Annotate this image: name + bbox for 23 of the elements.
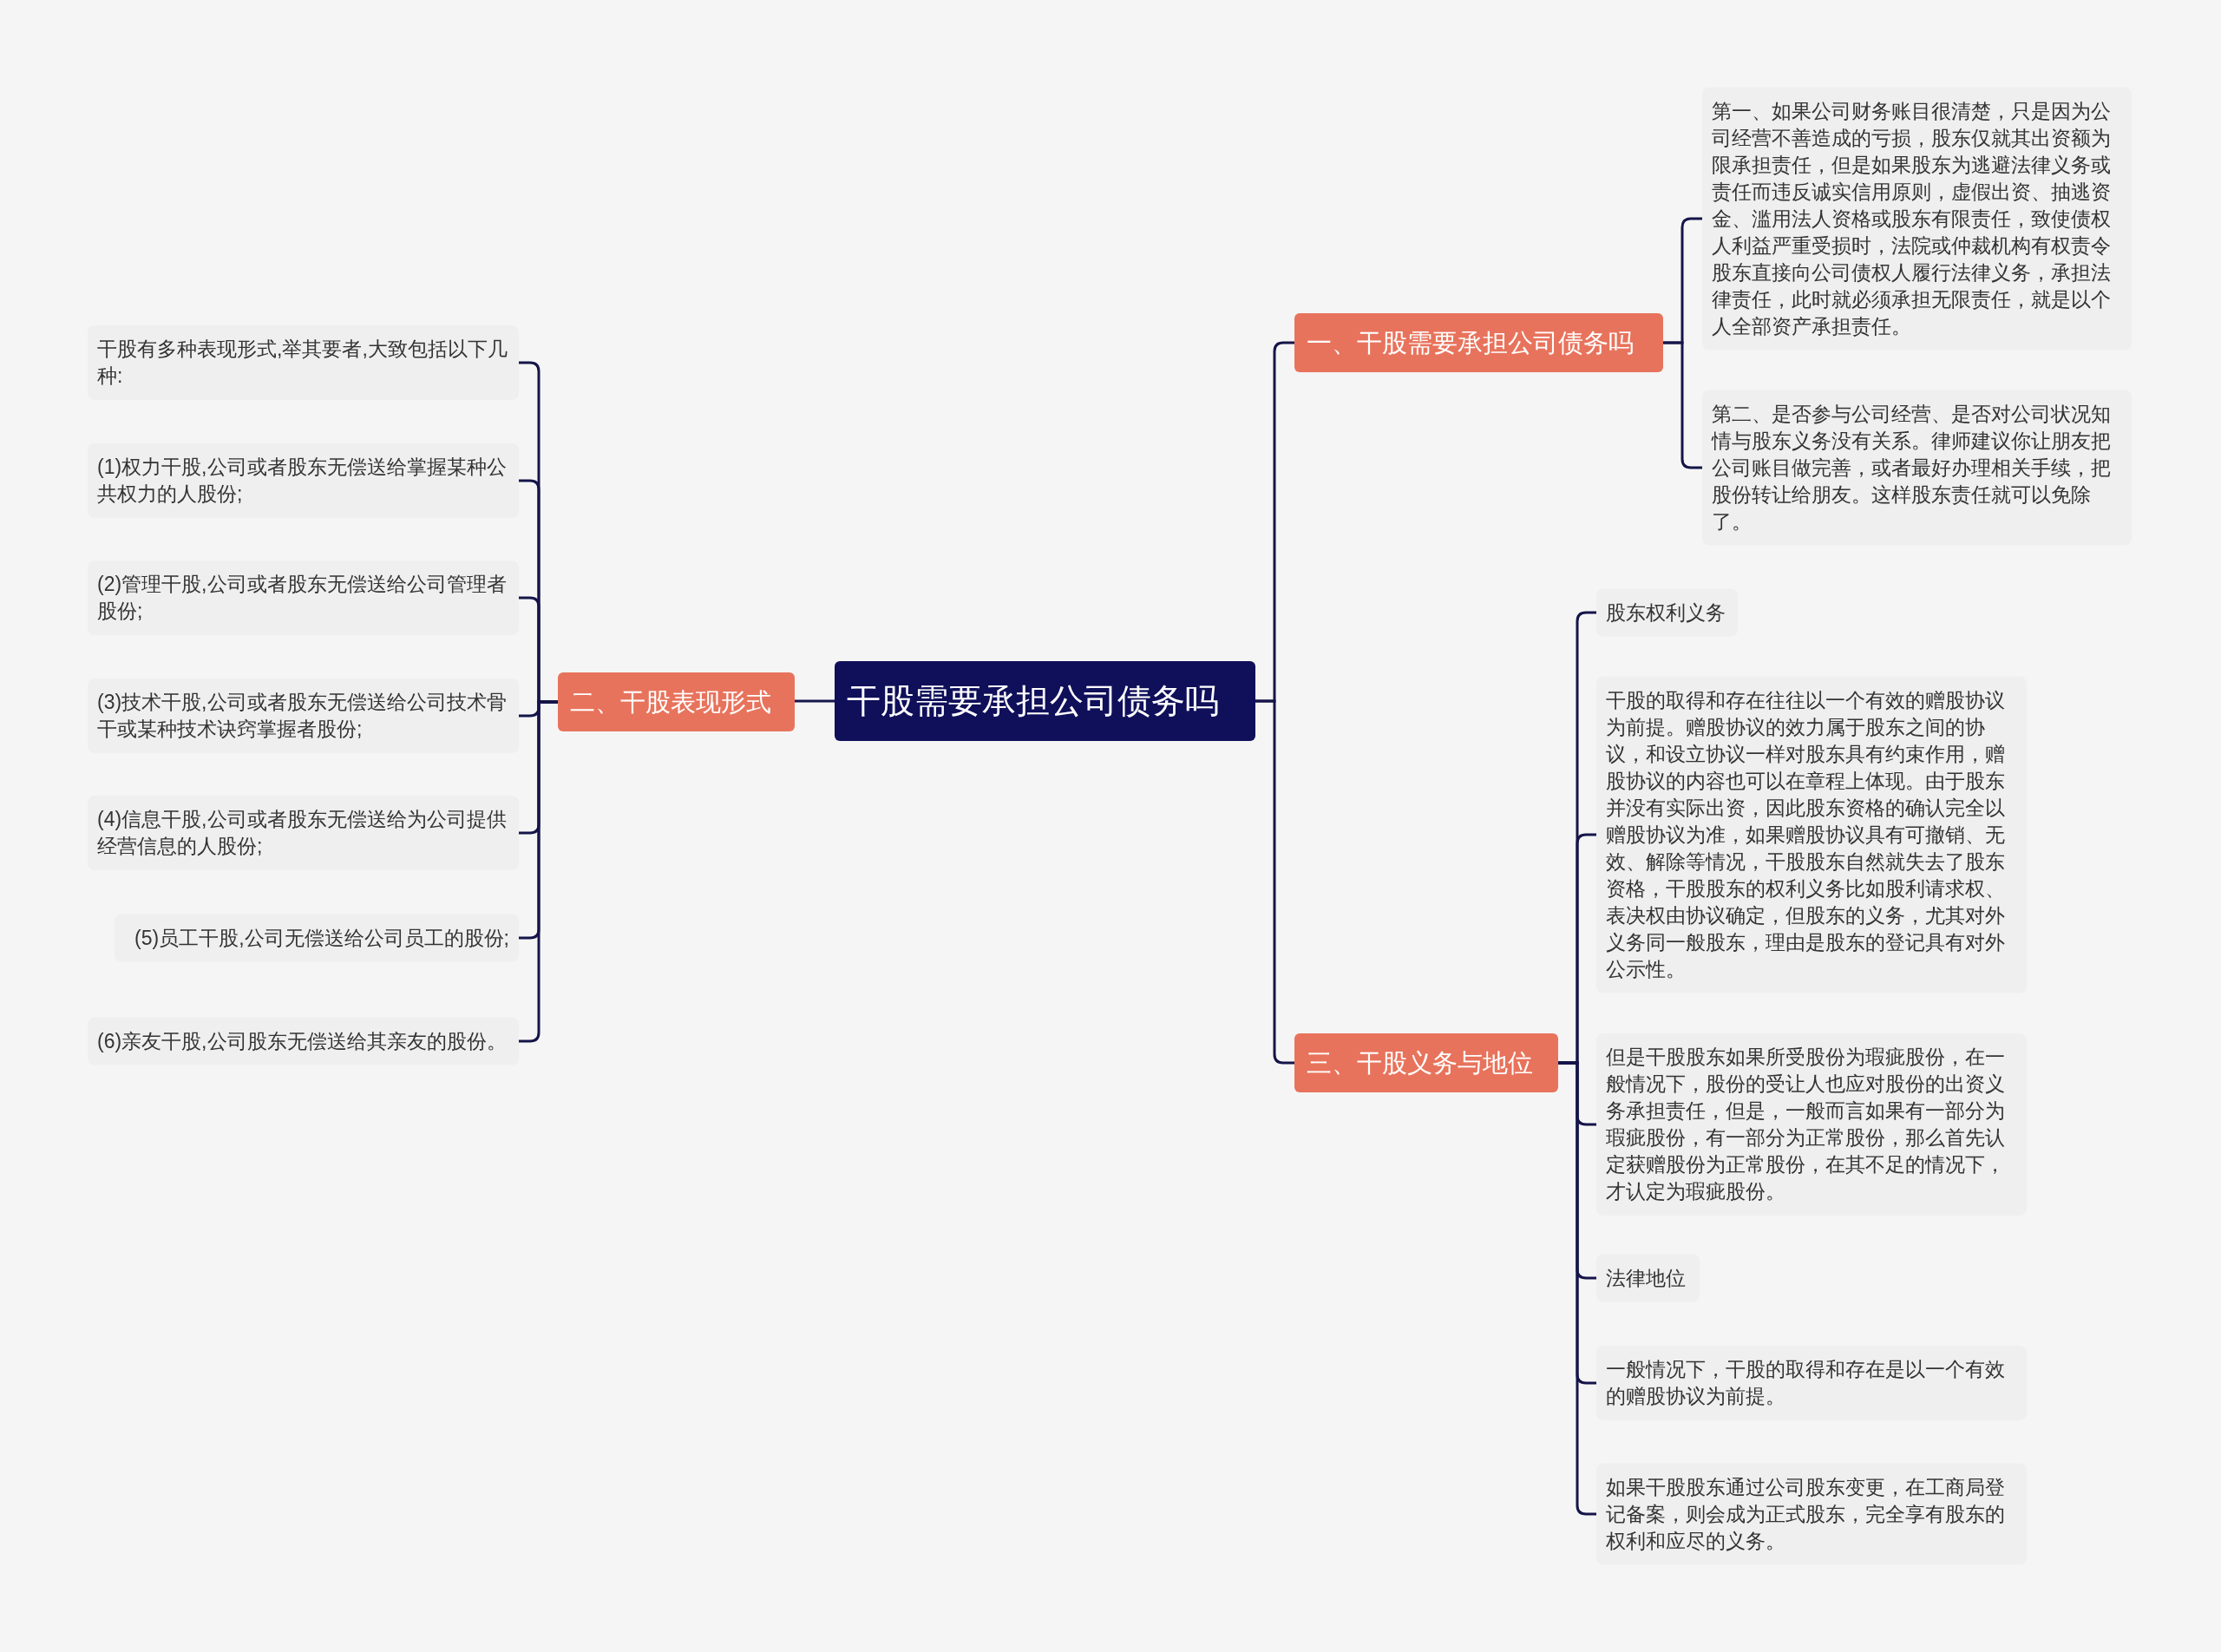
text-card: (2)管理干股,公司或者股东无偿送给公司管理者股份; bbox=[88, 560, 519, 635]
central-topic: 干股需要承担公司债务吗 bbox=[835, 661, 1255, 741]
text-card: 一般情况下，干股的取得和存在是以一个有效的赠股协议为前提。 bbox=[1596, 1346, 2027, 1420]
connector-line bbox=[795, 699, 835, 703]
connector-line bbox=[1663, 341, 1702, 469]
text-card: (5)员工干股,公司无偿送给公司员工的股份; bbox=[115, 914, 519, 962]
text-card: 但是干股股东如果所受股份为瑕疵股份，在一般情况下，股份的受让人也应对股份的出资义务承担责任，但是，一般而言如果有一部分为瑕疵股份，有一部分为正常股份，那么首先认定获赠股份为正常股份，在其不足的情况下，才认定为瑕疵股份。 bbox=[1596, 1033, 2027, 1216]
text-card: (6)亲友干股,公司股东无偿送给其亲友的股份。 bbox=[88, 1017, 519, 1065]
branch-topic: 一、干股需要承担公司债务吗 bbox=[1294, 313, 1663, 372]
connector-line bbox=[1255, 699, 1294, 1065]
branch-topic: 二、干股表现形式 bbox=[558, 672, 795, 731]
branch-topic: 三、干股义务与地位 bbox=[1294, 1033, 1558, 1092]
text-card: (3)技术干股,公司或者股东无偿送给公司技术骨干或某种技术诀窍掌握者股份; bbox=[88, 678, 519, 753]
text-card: 股东权利义务 bbox=[1596, 588, 1738, 637]
text-card: 法律地位 bbox=[1596, 1254, 1700, 1302]
connector-line bbox=[519, 700, 558, 1043]
text-card: 干股有多种表现形式,举其要者,大致包括以下几种: bbox=[88, 325, 519, 400]
text-card: 干股的取得和存在往往以一个有效的赠股协议为前提。赠股协议的效力属于股东之间的协议，和设立协议一样对股东具有约束作用，赠股协议的内容也可以在章程上体现。由于股东并没有实际出资，因此股东资格的确认完全以赠股协议为准，如果赠股协议具有可撤销、无效、解除等情况，干股股东自然就失去了股东资格，干股股东的权利义务比如股利请求权、表决权由协议确定，但股东的义务，尤其对外义务同一般股东，理由是股东的登记具有对外公示性。 bbox=[1596, 676, 2027, 993]
text-card: 第一、如果公司财务账目很清楚，只是因为公司经营不善造成的亏损，股东仅就其出资额为限承担责任，但是如果股东为逃避法律义务或责任而违反诚实信用原则，虚假出资、抽逃资金、滥用法人资格或股东有限责任，致使债权人利益严重受损时，法院或仲裁机构有权责令股东直接向公司债权人履行法律义务，承担法律责任，此时就必须承担无限责任，就是以个人全部资产承担责任。 bbox=[1702, 87, 2132, 351]
text-card: 第二、是否参与公司经营、是否对公司状况知情与股东义务没有关系。律师建议你让朋友把公司账目做完善，或者最好办理相关手续，把股份转让给朋友。这样股东责任就可以免除了。 bbox=[1702, 390, 2132, 546]
text-card: (4)信息干股,公司或者股东无偿送给为公司提供经营信息的人股份; bbox=[88, 796, 519, 870]
text-card: 如果干股股东通过公司股东变更，在工商局登记备案，则会成为正式股东，完全享有股东的权利和应尽的义务。 bbox=[1596, 1463, 2027, 1565]
text-card: (1)权力干股,公司或者股东无偿送给掌握某种公共权力的人股份; bbox=[88, 443, 519, 518]
